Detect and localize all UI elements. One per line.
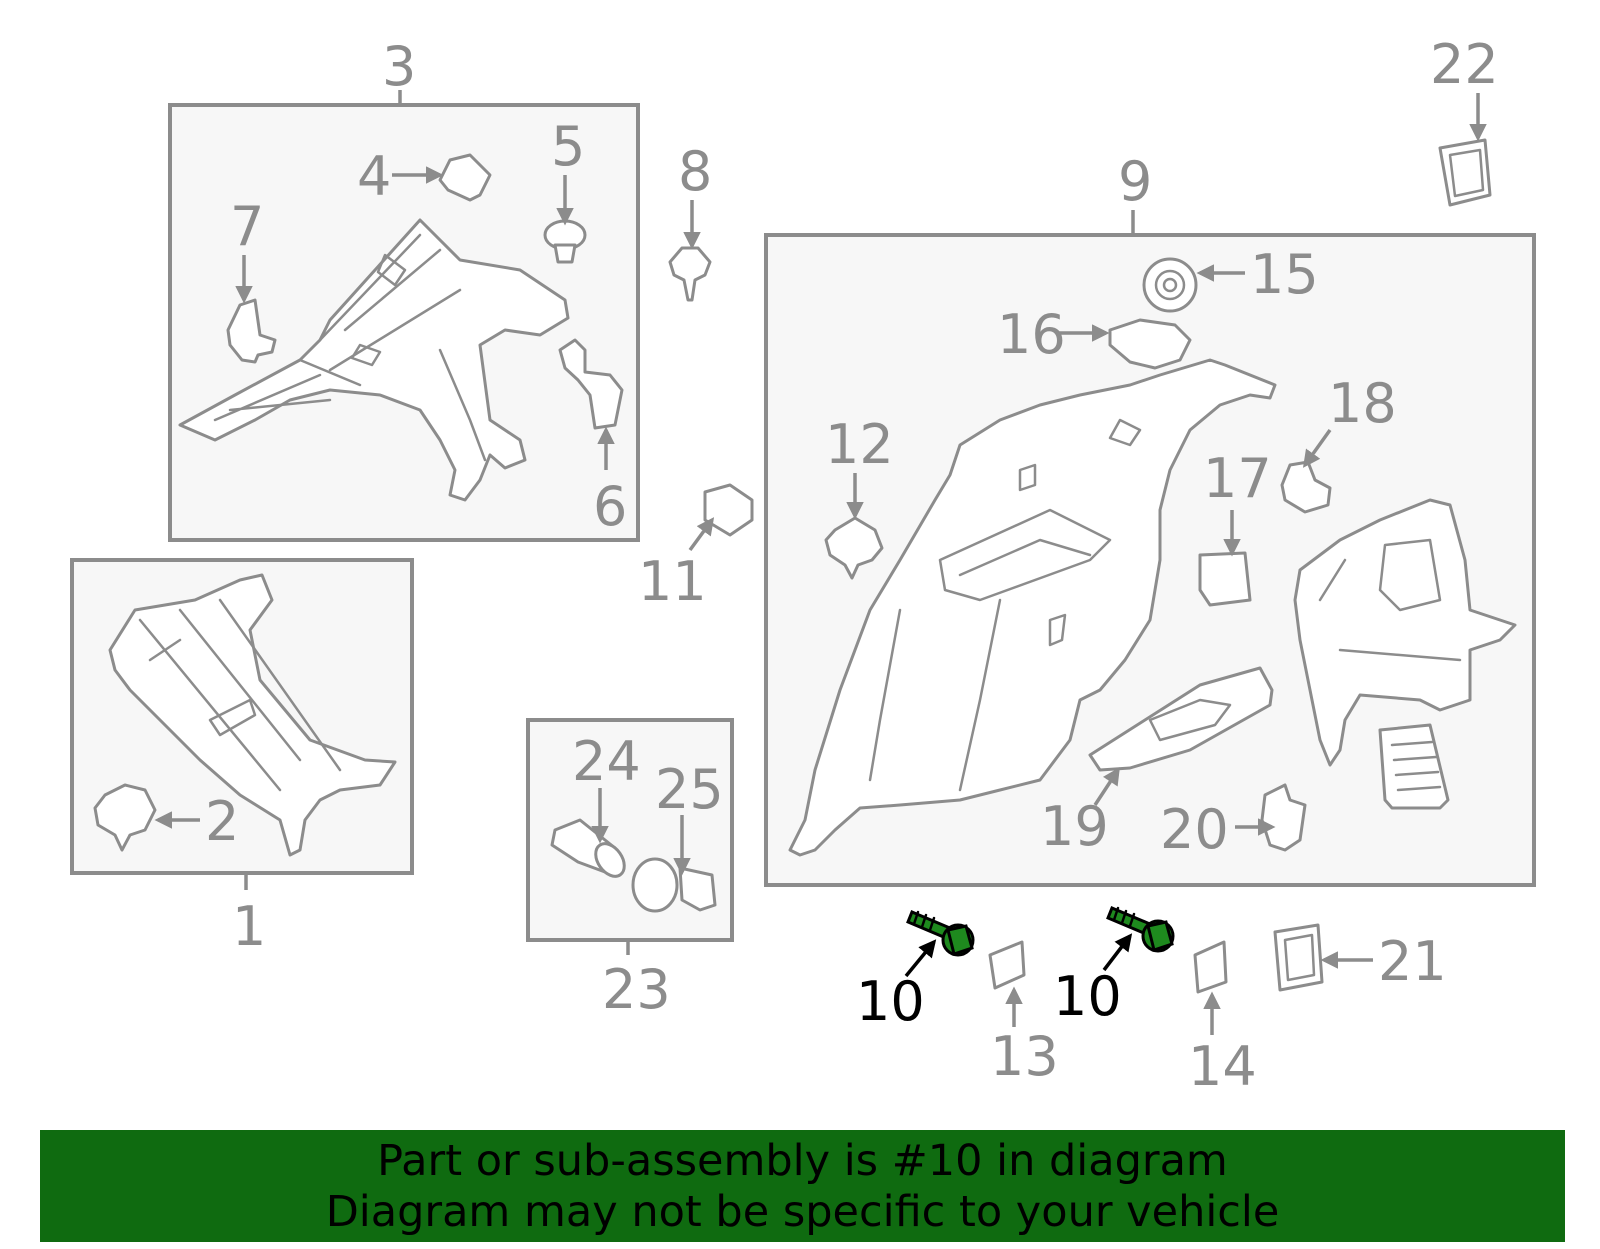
- callout-2: 2: [205, 790, 239, 853]
- callout-6: 6: [593, 475, 627, 538]
- part-8-push-pin: [668, 246, 712, 302]
- leader-lines: [154, 90, 1487, 1035]
- callout-12: 12: [825, 413, 894, 476]
- part-13-pad: [988, 940, 1026, 990]
- callout-16: 16: [997, 303, 1066, 366]
- part-11-clip: [703, 483, 754, 537]
- callout-4: 4: [357, 145, 391, 208]
- callout-14: 14: [1188, 1035, 1257, 1098]
- part-3-side-member: [178, 218, 570, 502]
- part-10-bolt-left: [906, 910, 975, 957]
- callout-5: 5: [551, 115, 585, 178]
- part-21-cover: [1273, 923, 1324, 992]
- info-banner: Part or sub-assembly is #10 in diagram D…: [40, 1130, 1565, 1242]
- quarter-inner-panel: [1293, 498, 1517, 767]
- callout-8: 8: [678, 140, 712, 203]
- callout-20: 20: [1160, 798, 1229, 861]
- banner-line-disclaimer: Diagram may not be specific to your vehi…: [325, 1187, 1280, 1237]
- part-9-quarter-trim: [788, 358, 1277, 857]
- part-10-bolt-right: [1106, 906, 1175, 953]
- callout-21: 21: [1378, 930, 1447, 993]
- part-14-pad: [1193, 940, 1228, 994]
- part-1-crossmember: [108, 573, 397, 857]
- callout-24: 24: [572, 730, 641, 793]
- part-18-clip: [1280, 460, 1332, 514]
- part-17-cover: [1198, 551, 1252, 607]
- callout-13: 13: [990, 1025, 1059, 1088]
- callout-labels: 1 2 3 4 5 6 7 8 9 10 10 11 12 13 14 15 1…: [205, 33, 1499, 1098]
- banner-line-part: Part or sub-assembly is #10 in diagram: [377, 1136, 1228, 1186]
- callout-9: 9: [1118, 150, 1152, 213]
- callout-7: 7: [230, 195, 264, 258]
- part-24-socket: [550, 818, 626, 878]
- callout-17: 17: [1203, 447, 1272, 510]
- callout-18: 18: [1328, 372, 1397, 435]
- callout-10-right: 10: [1053, 965, 1122, 1028]
- part-5-push-pin: [543, 219, 587, 264]
- callout-3: 3: [382, 35, 416, 98]
- part-2-plug: [93, 783, 157, 852]
- part-25-cover: [631, 857, 717, 913]
- callout-19: 19: [1040, 795, 1109, 858]
- callout-23: 23: [602, 958, 671, 1021]
- callout-25: 25: [655, 758, 724, 821]
- part-12-plug: [824, 516, 884, 580]
- part-6-retainer: [558, 338, 624, 430]
- part-22-cover: [1438, 138, 1492, 207]
- callout-10-left: 10: [856, 970, 925, 1033]
- part-15-grille: [1142, 257, 1198, 313]
- callout-1: 1: [232, 895, 266, 958]
- callout-15: 15: [1250, 243, 1319, 306]
- callout-22: 22: [1430, 33, 1499, 96]
- part-16-bracket: [1108, 318, 1192, 370]
- part-7-clip: [226, 298, 277, 364]
- vent-grille: [1378, 723, 1450, 810]
- callout-11: 11: [638, 550, 707, 613]
